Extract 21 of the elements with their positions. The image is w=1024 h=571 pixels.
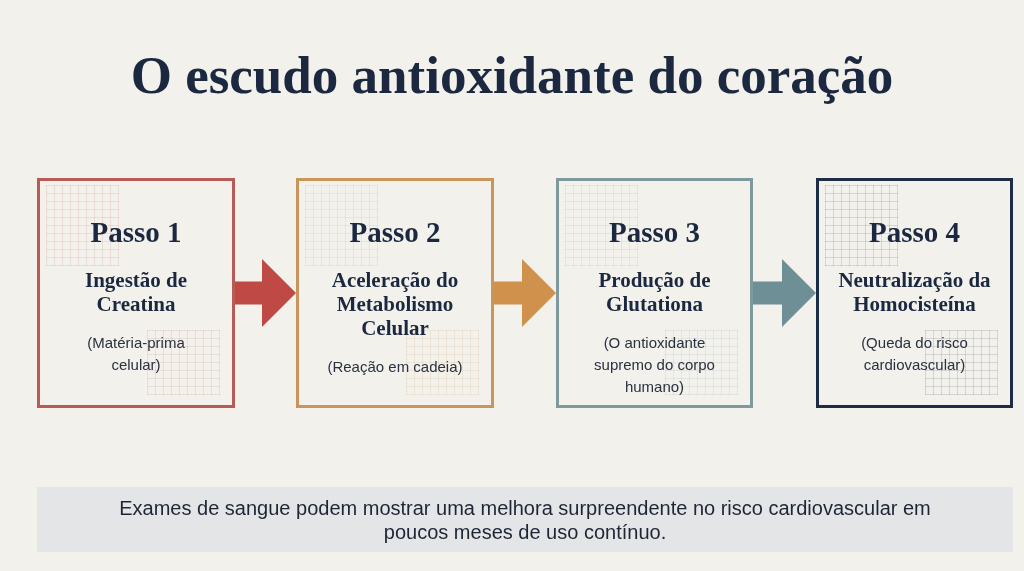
step-heading: Passo 4 bbox=[868, 215, 960, 249]
step-description: (Matéria-prima celular) bbox=[86, 333, 186, 375]
diagram-title: O escudo antioxidante do coração bbox=[129, 45, 895, 106]
step-description: (Reação em cadeia) bbox=[327, 357, 463, 377]
step-title: Produção de Glutationa bbox=[597, 268, 712, 316]
step-description: (O antioxidante supremo do corpo humano) bbox=[593, 333, 716, 397]
note-text: Exames de sangue podem mostrar uma melhora surpreendente no risco cardiovascular em poucos meses de uso contínuo. bbox=[118, 495, 932, 544]
step-heading: Passo 2 bbox=[349, 215, 441, 249]
step-title: Ingestão de Creatina bbox=[83, 268, 189, 316]
step-heading: Passo 3 bbox=[608, 215, 700, 249]
step-title: Neutralização da Homocisteína bbox=[837, 268, 992, 316]
step-box bbox=[556, 178, 753, 408]
step-title: Aceleração do Metabolismo Celular bbox=[330, 268, 460, 340]
arrow bbox=[753, 259, 816, 327]
step-description: (Queda do risco cardiovascular) bbox=[860, 333, 969, 375]
step-box bbox=[816, 178, 1013, 408]
step-box bbox=[37, 178, 235, 408]
arrow bbox=[235, 259, 296, 327]
step-box bbox=[296, 178, 494, 408]
arrow bbox=[494, 259, 556, 327]
step-heading: Passo 1 bbox=[90, 215, 182, 249]
